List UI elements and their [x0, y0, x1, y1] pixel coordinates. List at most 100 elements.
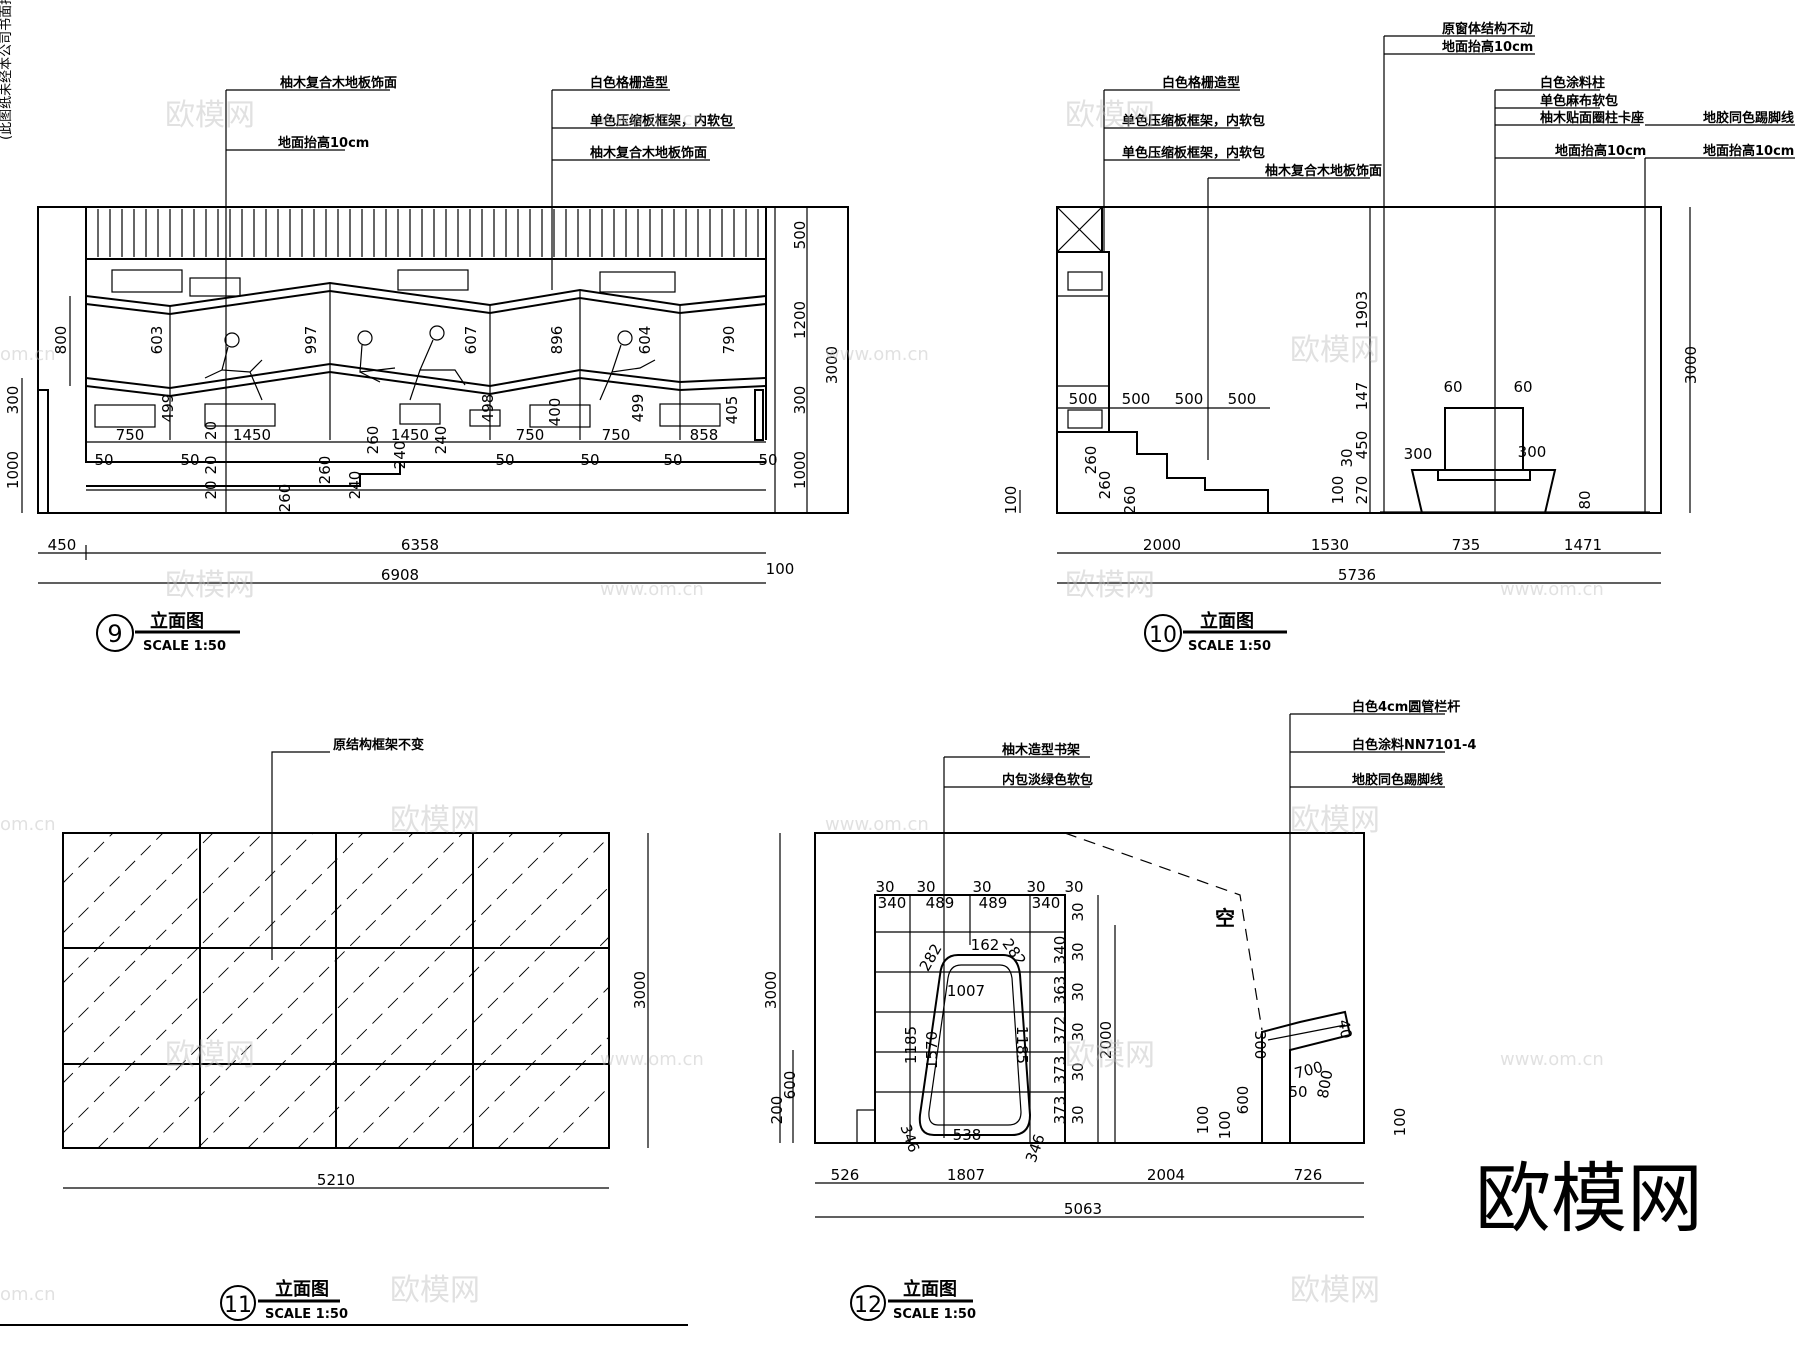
elev10-callout-7: 白色涂料柱 [1540, 75, 1605, 91]
elev10-dim-5: 1903 [1353, 291, 1371, 329]
elev10-bot-1: 2000 [1143, 536, 1181, 554]
elev10-dim-19: 100 [1002, 486, 1020, 515]
elev12-bot-5: 5063 [1064, 1200, 1102, 1218]
books-icon [94, 269, 721, 428]
watermark-url-6: www.om.cn [600, 1049, 704, 1070]
watermark-url-4: www.om.cn [1500, 579, 1604, 600]
elev9-callout-4: 单色压缩板框架，内软包 [590, 113, 733, 129]
elev9-step-1: 50 [94, 451, 113, 469]
elev10-callout-6: 柚木复合木地板饰面 [1265, 163, 1382, 179]
elev10-callout-10: 地面抬高10cm [1555, 143, 1646, 159]
elev12-bot-1: 526 [831, 1166, 860, 1184]
elev9-dim-i4: 896 [548, 326, 566, 355]
elev12-arch-7: 1185 [1013, 1026, 1031, 1064]
elev10-bot-5: 5736 [1338, 566, 1376, 584]
elev12-top-5: 30 [1064, 878, 1083, 896]
elev12-bot-3: 2004 [1147, 1166, 1185, 1184]
elevation-9: 柚木复合木地板饰面 地面抬高10cm 白色格栅造型 单色压缩板框架，内软包 柚木… [4, 75, 849, 654]
elev12-rd-9: 30 [1069, 1062, 1087, 1081]
watermark-brand-4: 欧模网 [165, 568, 255, 603]
seated-people-icon [204, 325, 656, 401]
elev12-arch-4: 1007 [947, 982, 985, 1000]
elev10-callout-1: 原窗体结构不动 [1442, 21, 1533, 37]
elev9-callout-1: 柚木复合木地板饰面 [280, 75, 397, 91]
watermark-url-short-3: om.cn [0, 1284, 56, 1305]
elev10-dim-6: 147 [1353, 382, 1371, 411]
elev12-rd-11: 30 [1069, 1105, 1087, 1124]
elev10-dim-14: 300 [1518, 443, 1547, 461]
elev12-callout-2: 内包淡绿色软包 [1002, 772, 1093, 788]
elev9-dim-i8: 498 [479, 394, 497, 423]
watermark-brand-5: 欧模网 [1065, 568, 1155, 603]
elev11-number: 11 [224, 1293, 252, 1318]
elev10-dim-9: 270 [1353, 476, 1371, 505]
elev12-top-7: 489 [926, 894, 955, 912]
elev12-bot-4: 726 [1294, 1166, 1323, 1184]
watermark-brand-8: 欧模网 [165, 1038, 255, 1073]
elev12-callout-1: 柚木造型书架 [1002, 742, 1080, 758]
watermark-url-short-2: om.cn [0, 814, 56, 835]
elev10-dim-12: 60 [1513, 378, 1532, 396]
grille-slats [97, 209, 759, 257]
elev12-arch-9: 346 [896, 1122, 923, 1155]
elev12-rail-2: 40 [1334, 1018, 1355, 1040]
elev12-top-1: 30 [875, 878, 894, 896]
elev9-step-7: 50 [580, 451, 599, 469]
elev10-callout-5: 单色压缩板框架，内软包 [1122, 145, 1265, 161]
elev12-top-2: 30 [916, 878, 935, 896]
elev10-dim-4: 500 [1228, 390, 1257, 408]
elev9-dim-l2: 300 [4, 386, 22, 415]
elev9-dim-i2: 997 [302, 326, 320, 355]
elev10-dim-1: 500 [1069, 390, 1098, 408]
elev10-scale: SCALE 1:50 [1188, 639, 1271, 654]
elev12-arch-10: 346 [1022, 1132, 1049, 1165]
elev9-step-6: 50 [495, 451, 514, 469]
elev10-dim-8: 30 [1338, 448, 1356, 467]
watermark-brand-9: 欧模网 [1065, 1038, 1155, 1073]
elev12-top-4: 30 [1026, 878, 1045, 896]
watermark-brand-large: 欧模网 [1475, 1154, 1703, 1243]
elev9-shelf-8: 750 [602, 426, 631, 444]
glass-hatch [62, 832, 610, 1149]
elev9-step-8: 50 [663, 451, 682, 469]
elev9-bot-3: 6908 [381, 566, 419, 584]
watermark-brand-11: 欧模网 [1290, 1273, 1380, 1308]
elev9-dim-i11: 405 [723, 396, 741, 425]
elev9-shelf-7: 750 [516, 426, 545, 444]
elev10-dim-20: 3000 [1682, 346, 1700, 384]
elev10-bot-4: 1471 [1564, 536, 1602, 554]
watermarks: 欧模网 欧模网 欧模网 欧模网 欧模网 欧模网 欧模网 欧模网 欧模网 欧模网 … [0, 98, 1703, 1308]
elev10-dim-16: 260 [1082, 446, 1100, 475]
elev9-dim-r4: 1000 [791, 451, 809, 489]
elev9-dim-i6: 790 [720, 326, 738, 355]
elev12-title: 立面图 [903, 1278, 957, 1300]
elev12-rail-9: 100 [1391, 1108, 1409, 1137]
elev9-shelf-9: 858 [690, 426, 719, 444]
watermark-brand-6: 欧模网 [390, 803, 480, 838]
elev12-arch-8: 538 [953, 1126, 982, 1144]
elev12-rail-1: 300 [1251, 1031, 1269, 1060]
elev12-arch-6: 1570 [923, 1031, 941, 1069]
elevation-12: 空 柚木造型书架 内包淡绿色软包 白色4cm圆管栏杆 白色涂料NN7101-4 … [762, 699, 1476, 1322]
elev10-bot-3: 735 [1452, 536, 1481, 554]
elev12-callout-5: 地胶同色踢脚线 [1352, 772, 1443, 788]
elev12-bot-2: 1807 [947, 1166, 985, 1184]
elev12-top-3: 30 [972, 878, 991, 896]
elev10-callout-8: 单色麻布软包 [1540, 93, 1618, 109]
elev9-shelf-3: 1450 [233, 426, 271, 444]
watermark-url-5: www.om.cn [825, 814, 929, 835]
elev9-shelf-5: 1450 [391, 426, 429, 444]
elev12-ld-2: 600 [781, 1071, 799, 1100]
elev9-dim-l3: 1000 [4, 451, 22, 489]
elev9-step-4: 260 [316, 456, 334, 485]
elev9-step-5: 240 [391, 441, 409, 470]
elev9-callout-5: 柚木复合木地板饰面 [590, 145, 707, 161]
elev12-rd-10: 373 [1051, 1096, 1069, 1125]
elev9-dim-i7: 499 [159, 394, 177, 423]
elev12-rail-6: 600 [1234, 1086, 1252, 1115]
elevation-11: 原结构框架不变 3000 5210 11 立面图 SCALE 1:50 [0, 737, 688, 1326]
elev12-arch-1: 162 [971, 936, 1000, 954]
watermark-url-7: www.om.cn [1500, 1049, 1604, 1070]
elev9-shelf-1: 750 [116, 426, 145, 444]
